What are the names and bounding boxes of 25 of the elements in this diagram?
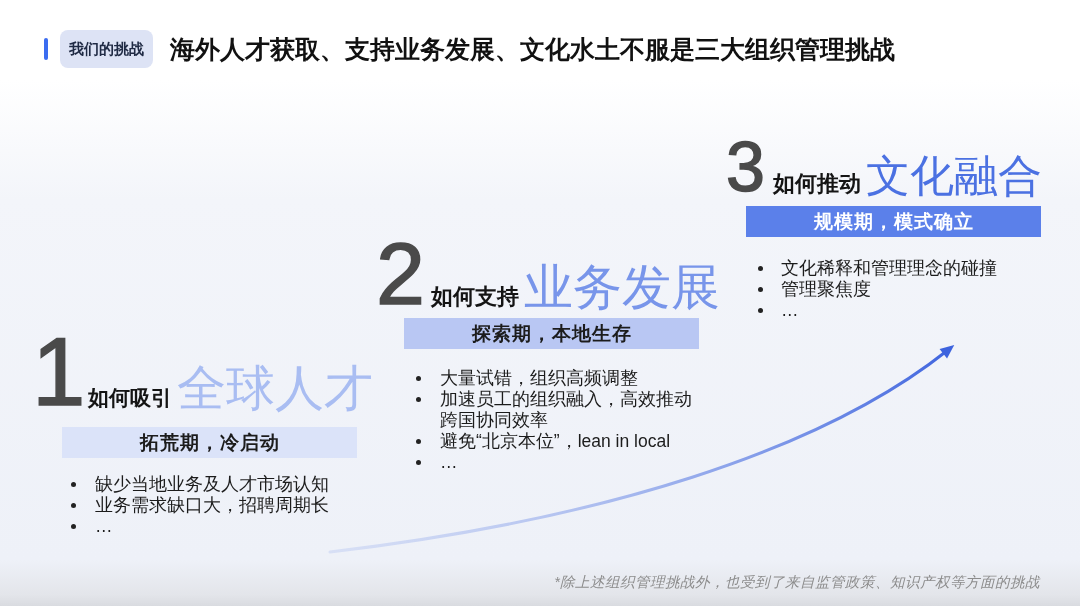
bullet-text: 文化稀释和管理理念的碰撞 — [781, 258, 997, 279]
stage-banner: 拓荒期，冷启动 — [62, 427, 357, 458]
bullet-text: … — [95, 516, 113, 537]
bullet-text: … — [781, 300, 799, 321]
bullet-text: … — [440, 452, 458, 473]
stage-banner: 探索期，本地生存 — [404, 318, 699, 349]
bullet-text: 大量试错，组织高频调整 — [440, 368, 638, 389]
stage-banner: 规模期，模式确立 — [746, 206, 1041, 237]
bullet-text: 避免“北京本位”，lean in local — [440, 431, 671, 452]
heading-prefix: 如何支持 — [430, 286, 519, 308]
stage-number: 2 — [376, 230, 425, 318]
footnote: *除上述组织管理挑战外，也受到了来自监管政策、知识产权等方面的挑战 — [554, 573, 1040, 592]
section-tag: 我们的挑战 — [60, 30, 153, 68]
bullet-text: 加速员工的组织融入，高效推动跨国协同效率 — [440, 389, 693, 431]
heading-keyword: 全球人才 — [177, 364, 374, 413]
bullet-text: 缺少当地业务及人才市场认知 — [95, 474, 329, 495]
bullet-text: 业务需求缺口大，招聘周期长 — [95, 495, 329, 516]
heading-prefix: 如何推动 — [772, 173, 861, 195]
stage-number: 1 — [32, 324, 86, 420]
heading-prefix: 如何吸引 — [88, 387, 173, 408]
heading-keyword: 业务发展 — [523, 263, 720, 312]
slide-title: 海外人才获取、支持业务发展、文化水土不服是三大组织管理挑战 — [170, 34, 895, 65]
bullet-text: 管理聚焦度 — [781, 279, 871, 300]
heading-keyword: 文化融合 — [865, 154, 1042, 198]
stage-number: 3 — [726, 132, 765, 202]
